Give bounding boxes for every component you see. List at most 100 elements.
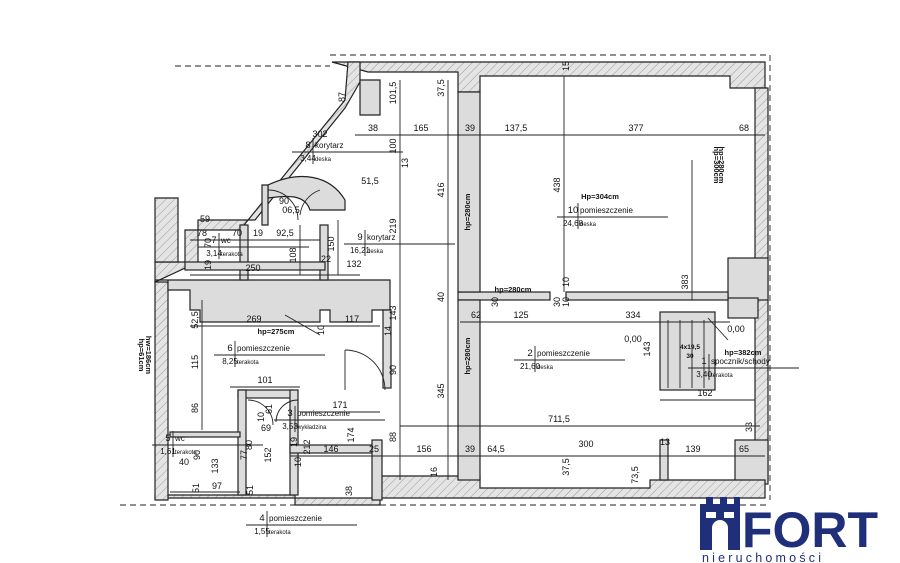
ceiling-height-label: hp=280cm [463, 193, 472, 230]
room-area: 3,53 [282, 422, 298, 431]
property-boundary [120, 54, 771, 506]
ceiling-height-label: hp=280cm [463, 337, 472, 374]
dimension-text: 139 [685, 444, 700, 454]
dimension-text: 132 [346, 259, 361, 269]
dimension-text: 162 [697, 388, 712, 398]
interior-partitions [169, 224, 716, 501]
dimension-text-vertical: 383 [680, 274, 690, 289]
dimension-text-vertical: 115 [190, 355, 200, 369]
logo-name: FORT [742, 502, 878, 558]
dimension-text: 38 [368, 123, 378, 133]
room-number: 4 [259, 513, 264, 524]
dimension-text-vertical: 37,5 [436, 79, 446, 97]
room-area: 3,40 [696, 370, 712, 379]
room-floor: deska [580, 222, 597, 228]
room-area: 21,60 [520, 362, 541, 371]
dimension-text: 06,5 [282, 205, 300, 215]
dimension-text: 156 [416, 444, 431, 454]
room-number: 10 [568, 205, 579, 216]
dimension-text-vertical: 87 [337, 92, 347, 102]
room-name: wc [174, 434, 185, 443]
dimension-text: 40 [179, 457, 189, 467]
room-floor: terakota [221, 252, 243, 258]
dimension-text-vertical: 143 [642, 341, 652, 356]
room-area: 1,61 [160, 447, 176, 456]
room-number: 3 [287, 408, 292, 419]
room-number: 9 [357, 232, 362, 243]
dimension-text-vertical: 80 [244, 440, 254, 450]
dimension-lines [170, 76, 765, 493]
room-floor: terakota [269, 530, 291, 536]
dimension-text: 171 [332, 400, 347, 410]
ceiling-height-label: hp=300cm [712, 147, 721, 184]
dimension-text-vertical: 73,5 [630, 466, 640, 484]
dimension-text: 101 [257, 375, 272, 385]
dimension-text: 269 [246, 314, 261, 324]
dimension-text-vertical: 19 [289, 437, 299, 447]
room-number: 7 [211, 235, 216, 246]
dimension-text: 117 [345, 314, 359, 324]
dimension-text-vertical: 14 [383, 326, 393, 336]
dimension-text-vertical: 13 [400, 158, 410, 168]
ceiling-height-labels: Hp=304cmhp=280cmhp=275cmhp=382cmhp=280cm… [137, 147, 762, 375]
doors [247, 189, 386, 426]
dimension-text-vertical: 51 [245, 485, 255, 495]
dimension-text: 78 [197, 228, 207, 238]
room-area: 1,55 [254, 527, 270, 536]
room-name: spocznik/schody [711, 357, 770, 366]
dimension-text: 97 [212, 481, 222, 491]
dimension-text-vertical: 90 [388, 365, 398, 375]
room-area: 16,21 [350, 246, 371, 255]
fort-logo: FORT nieruchomości [700, 497, 878, 563]
room-area: 3,44 [300, 154, 316, 163]
dimension-text-vertical: 345 [436, 383, 446, 398]
dimension-text: 69 [261, 423, 271, 433]
outer-walls [154, 61, 769, 506]
dimension-text-vertical: 88 [388, 432, 398, 442]
dimension-text: 59 [200, 214, 210, 224]
dimension-text-vertical: 143 [388, 305, 398, 320]
ceiling-height-label: hp=280cm [495, 285, 532, 294]
dimension-text-vertical: 33 [744, 422, 754, 432]
dimension-text: 0,00 [624, 334, 642, 344]
room-name: pomieszczenie [297, 409, 350, 418]
stairs [667, 317, 729, 388]
room-name: pomieszczenie [269, 514, 322, 523]
dimension-text-vertical: 100 [388, 138, 398, 153]
room-name: pomieszczenie [537, 349, 590, 358]
dimension-text: 146 [323, 444, 338, 454]
dimension-text: 250 [245, 263, 260, 273]
dimension-text-vertical: 108 [288, 247, 298, 262]
ceiling-height-label: hw=186cm [144, 336, 153, 374]
room-number: 1 [701, 356, 706, 367]
dimension-text: 68 [739, 123, 749, 133]
dimension-text: 137,5 [505, 123, 528, 133]
room-number: 6 [227, 343, 232, 354]
dimension-text-vertical: 152 [263, 447, 273, 462]
room-floor: deska [315, 157, 332, 163]
dimension-text-vertical: 212 [302, 439, 312, 454]
dimension-text-vertical: 51 [191, 483, 201, 493]
dimension-text: 92,5 [276, 228, 294, 238]
dimension-text-vertical: 219 [388, 218, 398, 233]
dimension-text-vertical: 77 [239, 450, 249, 460]
dimension-text: 39 [465, 444, 475, 454]
dimension-text: 302 [312, 129, 327, 139]
room-number: 8 [305, 140, 310, 151]
dimension-text: 65 [739, 444, 749, 454]
dimension-text-vertical: 38 [344, 486, 354, 496]
ceiling-height-label: Hp=304cm [581, 192, 619, 201]
room-floor: terakota [175, 450, 197, 456]
dimension-text-vertical: 101,5 [388, 82, 398, 105]
dimension-text-vertical: 30 [490, 297, 500, 307]
room-floor: wykładzina [296, 425, 327, 431]
stairs-label: 4x19,5 [680, 344, 700, 351]
